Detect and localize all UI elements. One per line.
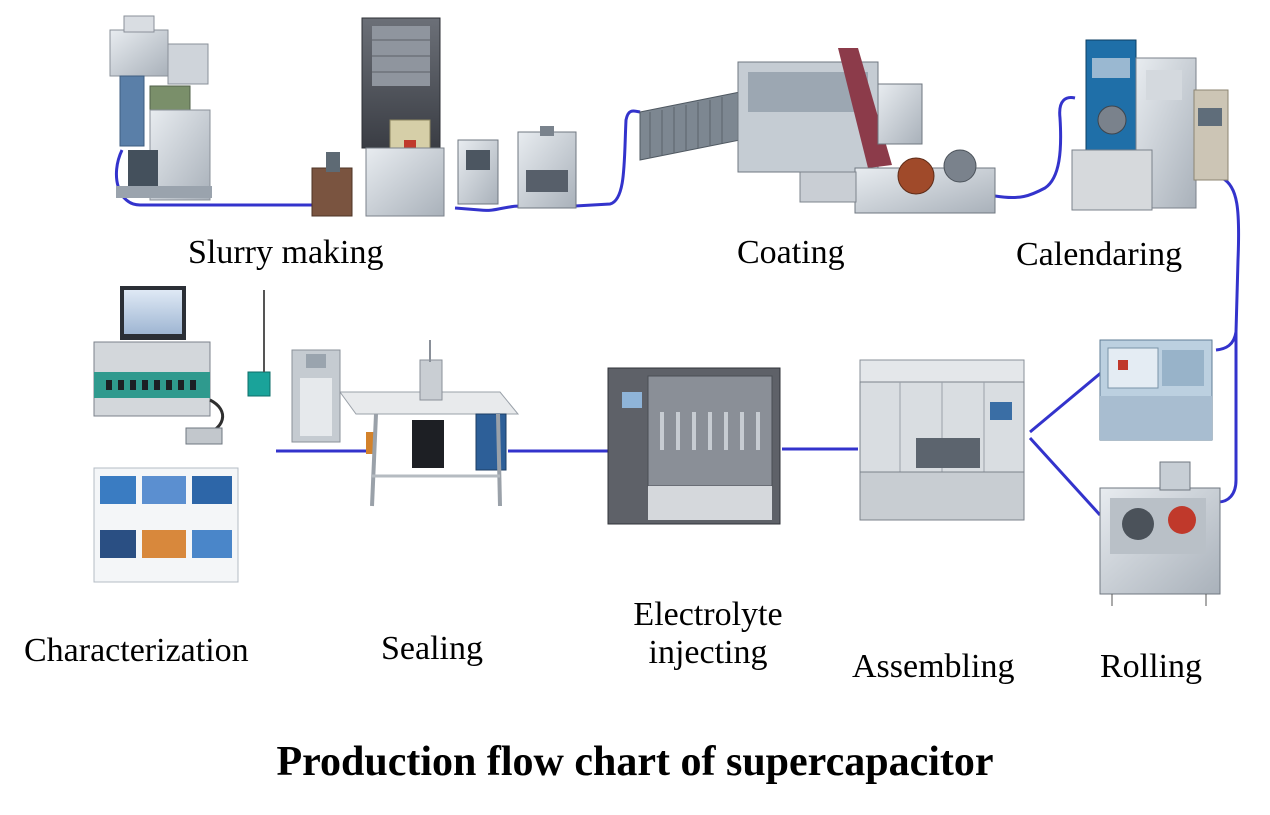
planetary-mixer-machine bbox=[109, 15, 212, 201]
diagram-title: Production flow chart of supercapacitor bbox=[276, 739, 994, 785]
label-electrolyte-injecting: Electrolyte injecting bbox=[618, 596, 798, 672]
coating-machine bbox=[639, 48, 996, 214]
winding-machine bbox=[1099, 461, 1221, 606]
rolling-machine bbox=[1099, 339, 1213, 441]
connector-calendar-rolling bbox=[1215, 176, 1241, 352]
label-rolling: Rolling bbox=[1100, 648, 1203, 685]
label-coating: Coating bbox=[737, 234, 845, 271]
connector-right-rail bbox=[1217, 332, 1238, 504]
electrolyte-injecting-machine bbox=[607, 367, 781, 525]
connector-rolling-assembling-bottom bbox=[1028, 436, 1102, 517]
assembling-machine bbox=[859, 359, 1025, 521]
connector-coating-calendar bbox=[994, 96, 1076, 200]
label-slurry-making: Slurry making bbox=[188, 234, 384, 271]
electrochemical-workstation bbox=[93, 286, 271, 445]
pouch-cell bbox=[291, 349, 341, 443]
connector-slurry-chain bbox=[454, 109, 641, 212]
sealing-machine bbox=[339, 340, 520, 507]
slurry-processing-machines bbox=[311, 17, 577, 217]
label-electrolyte-line2: injecting bbox=[648, 634, 768, 671]
label-characterization: Characterization bbox=[24, 632, 249, 669]
label-sealing: Sealing bbox=[381, 630, 483, 667]
label-assembling: Assembling bbox=[852, 648, 1015, 685]
label-electrolyte-line1: Electrolyte bbox=[633, 596, 783, 633]
test-software-screen bbox=[93, 467, 239, 583]
calendaring-machine bbox=[1071, 39, 1229, 211]
label-calendaring: Calendaring bbox=[1016, 236, 1183, 273]
